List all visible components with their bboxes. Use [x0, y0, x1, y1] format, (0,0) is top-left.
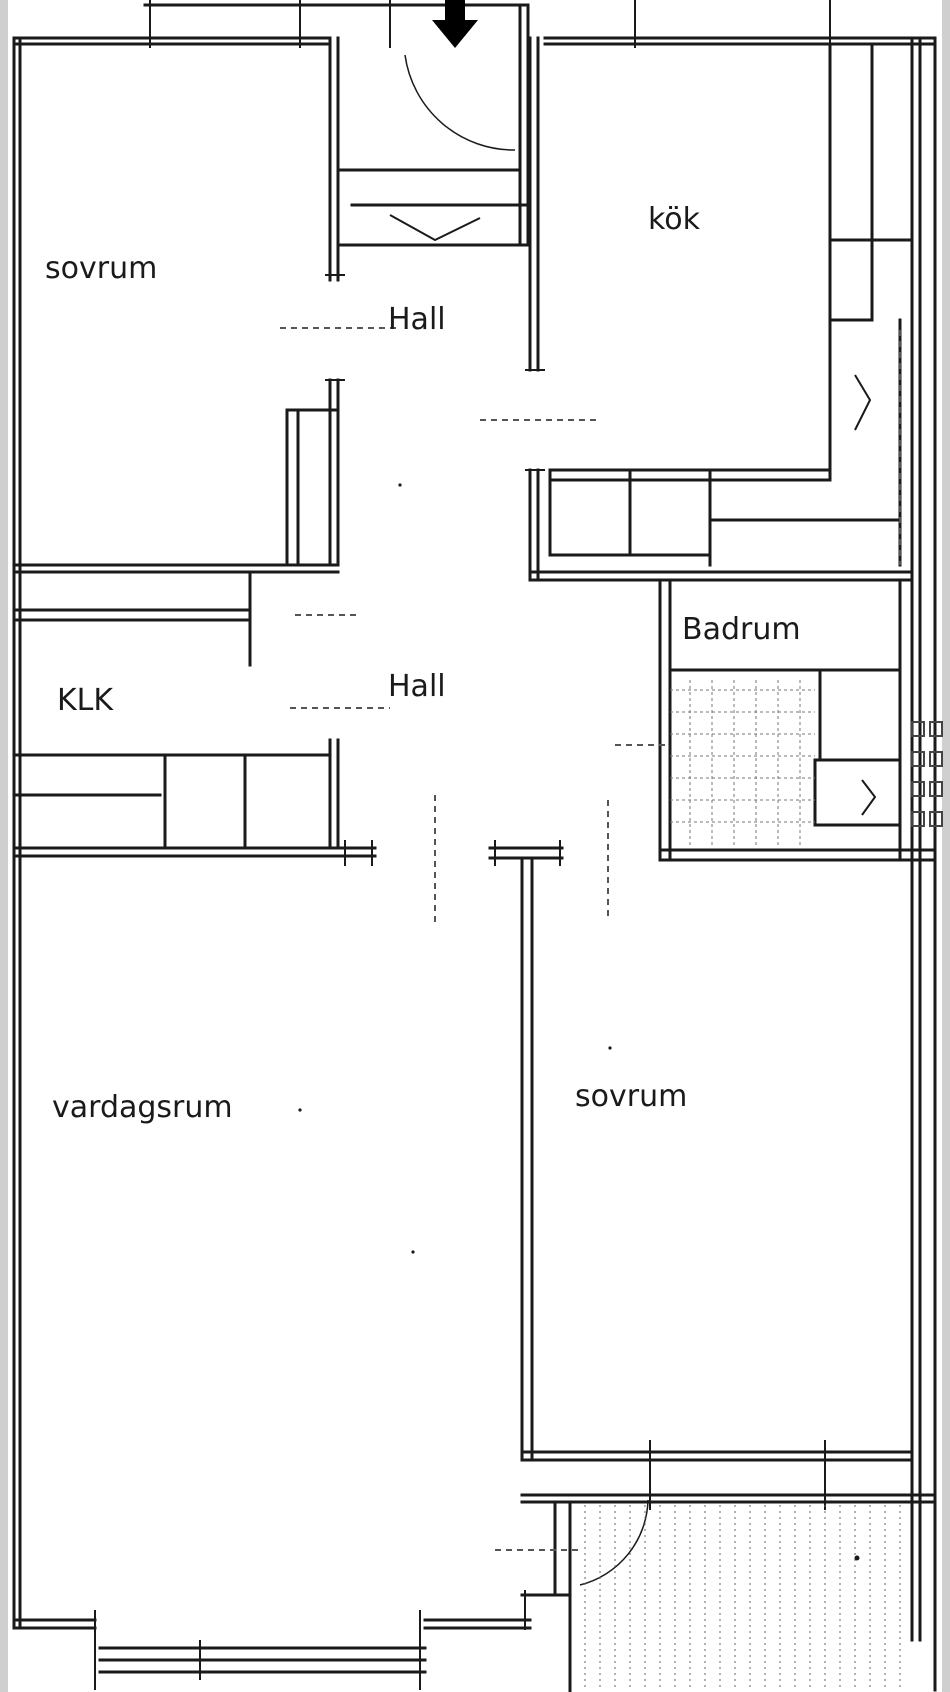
- room-label-sovrum-top: sovrum: [45, 251, 158, 286]
- walls: [12, 3, 937, 1692]
- room-label-sovrum-bottom: sovrum: [575, 1079, 688, 1114]
- room-label-kok: kök: [648, 202, 701, 237]
- room-label-klk: KLK: [57, 683, 114, 718]
- side-tiles: [911, 721, 943, 827]
- entrance-arrow-icon: [432, 0, 478, 48]
- door-swings: [404, 54, 649, 1586]
- left-frame: [0, 0, 8, 1692]
- room-label-vardagsrum: vardagsrum: [52, 1090, 233, 1125]
- right-frame: [942, 0, 950, 1692]
- dashed-lines: [280, 327, 901, 1551]
- room-label-hall-lower: Hall: [388, 669, 446, 704]
- stair-symbols: [389, 214, 877, 816]
- wall-ticks: [94, 0, 831, 1690]
- room-label-badrum: Badrum: [682, 612, 801, 647]
- balcony-hatching: [584, 1505, 901, 1690]
- bathroom-tiles: [670, 680, 815, 848]
- room-label-hall-upper: Hall: [388, 302, 446, 337]
- speckles: [298, 483, 860, 1561]
